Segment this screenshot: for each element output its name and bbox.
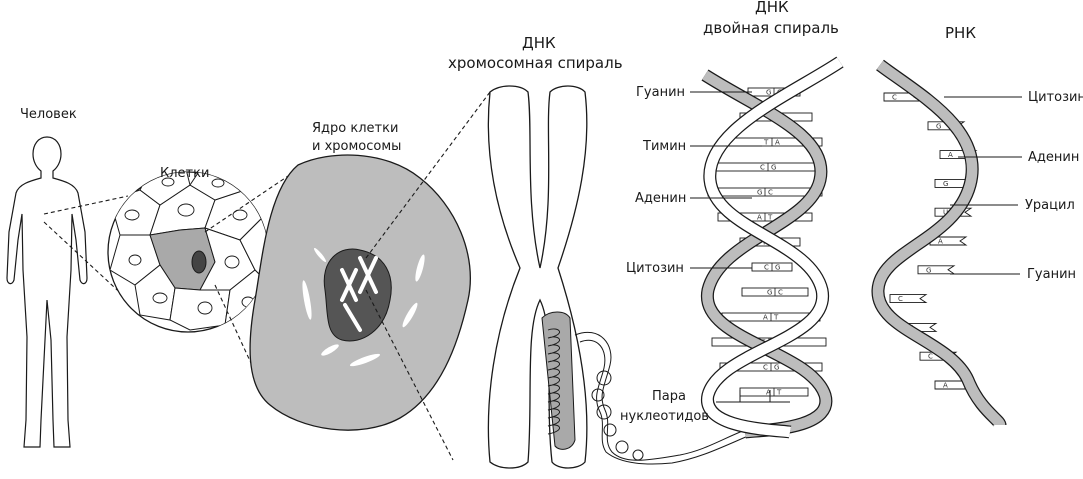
dna-base-letter: G [767,289,772,297]
dna-base-letter: C [763,364,768,372]
rna-base-letter: A [948,151,953,159]
pair-bracket [716,390,790,403]
label-rna-uracil: Урацил [1025,198,1075,213]
label-dna-adenine: Аденин [635,191,686,206]
rna-base-letter: C [898,295,903,303]
rna-rung [917,265,956,275]
human-figure [6,136,88,448]
rna-base-letter: U [943,209,948,217]
dashed-connectors-human-cells [43,195,129,301]
dna-base-letter: A [757,214,762,222]
dna-base-letter: A [766,389,771,397]
label-pair-line2: нуклеотидов [620,409,709,424]
label-rna: РНК [945,24,976,42]
label-dna-chrom-line1: ДНК [522,34,556,52]
rna-rung [889,294,928,304]
dna-base-letter: A [763,314,768,322]
nucleus-blob [249,154,471,431]
label-cells: Клетки [160,166,209,181]
label-nucleus-line2: и хромосомы [312,139,401,154]
cells-circle [107,171,269,333]
dashed-connectors-nucleus-chromosome [365,91,491,461]
label-dna-guanine: Гуанин [636,85,685,100]
dna-base-letter: C [764,264,769,272]
dna-base-letter: G [774,364,779,372]
chromosome [487,85,749,469]
dna-base-letter: C [760,164,765,172]
dna-base-letter: T [776,389,782,397]
rna-base-labels [944,96,1022,275]
label-nucleus-line1: Ядро клетки [312,121,398,136]
dna-base-letter: T [767,214,773,222]
rna-base-letter: G [926,266,931,274]
label-dna-thymine: Тимин [642,139,686,154]
dna-base-letter: G [771,164,776,172]
rna-base-letter: C [892,94,897,102]
label-rna-guanine: Гуанин [1027,267,1076,282]
label-rna-cytosine: Цитозин [1028,90,1083,105]
dna-base-letter: G [757,189,762,197]
label-pair-line1: Пара [652,389,686,404]
dna-base-letter: C [768,189,773,197]
label-dna-chrom-line2: хромосомная спираль [448,54,623,72]
rna-base-letter: A [943,382,948,390]
rna-base-letter: G [936,122,941,130]
dna-base-letter: T [763,139,769,147]
dna-base-letter: G [766,89,771,97]
rna-base-letter: A [938,238,943,246]
dna-base-letter: C [778,289,783,297]
dna-base-labels [690,91,762,269]
label-dna-cytosine: Цитозин [626,261,684,276]
label-rna-adenine: Аденин [1028,150,1079,165]
dna-base-letter: G [775,264,780,272]
rna-base-letter: C [928,353,933,361]
label-dna-double-line1: ДНК [755,0,789,16]
label-human: Человек [20,107,77,122]
rna-rung [929,236,968,246]
rna-base-letter: G [943,180,948,188]
dna-base-letter: A [775,139,780,147]
label-dna-double-line2: двойная спираль [703,19,839,37]
dna-base-letter: T [773,314,779,322]
